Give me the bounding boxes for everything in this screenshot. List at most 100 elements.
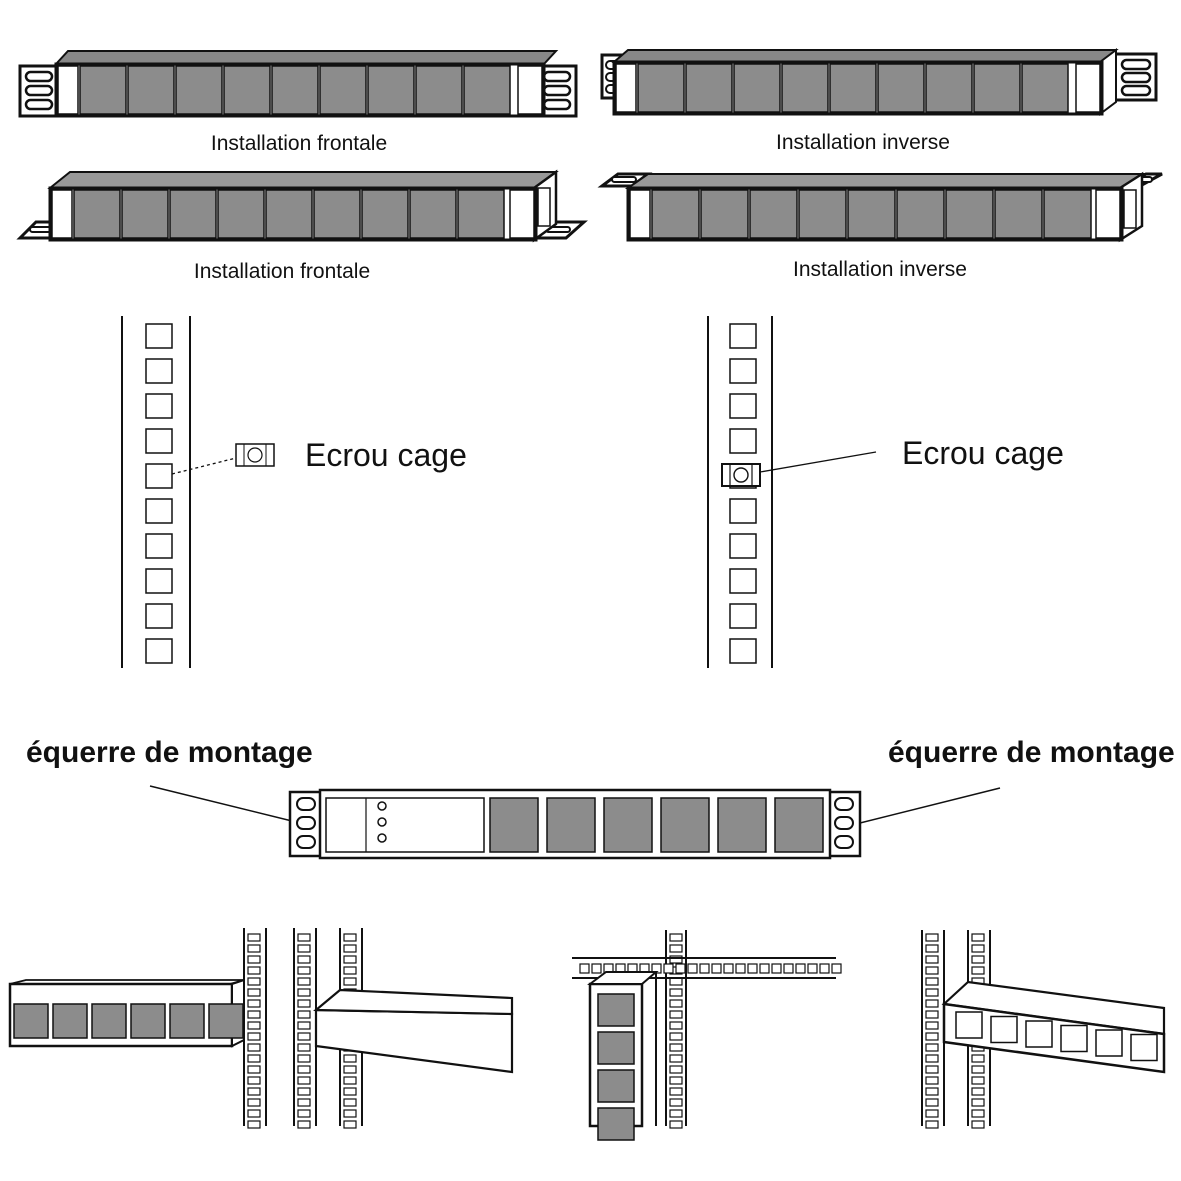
rail-hole: [669, 977, 683, 986]
socket: [127, 65, 175, 115]
socket-row: [73, 189, 505, 239]
socket: [847, 189, 896, 239]
rail-hole: [247, 1098, 261, 1107]
rail-hole: [343, 1098, 357, 1107]
bracket-label-right: équerre de montage: [888, 736, 1175, 769]
socket-row: [651, 189, 1092, 239]
socket: [1043, 189, 1092, 239]
rail-hole: [297, 1087, 311, 1096]
bracket-slot: [542, 84, 572, 97]
rail-hole: [925, 933, 939, 942]
rail-hole: [145, 533, 173, 559]
sketch-vertical-mount: [572, 930, 842, 1141]
leader-bracket-right: [847, 787, 1001, 827]
rail-hole: [247, 966, 261, 975]
rail-hole: [247, 988, 261, 997]
rail-hole: [343, 1120, 357, 1129]
caption-front-bottom: Installation frontale: [194, 260, 370, 283]
rail-hole: [145, 393, 173, 419]
rail-hole: [297, 988, 311, 997]
caption-reverse-bottom: Installation inverse: [793, 258, 967, 281]
socket: [660, 797, 710, 853]
socket: [223, 65, 271, 115]
caption-front-top: Installation frontale: [211, 132, 387, 155]
socket: [597, 1107, 635, 1141]
pdu-reverse-install-bottom: [597, 171, 1163, 243]
rail-hole: [343, 933, 357, 942]
rail-hole: [669, 933, 683, 942]
socket: [990, 1015, 1018, 1044]
socket: [208, 1003, 244, 1039]
rail-hole: [247, 955, 261, 964]
rail-hole: [343, 944, 357, 953]
rail-hole: [145, 603, 173, 629]
pdu-front-install-bottom: [16, 169, 588, 243]
rail-hole: [925, 1120, 939, 1129]
socket: [546, 797, 596, 853]
rail-hole: [145, 323, 173, 349]
pdu-top-face: [53, 50, 559, 65]
rail-hole: [297, 1109, 311, 1118]
socket: [457, 189, 505, 239]
rail-hole-column: [247, 933, 261, 1129]
indicator-led: [377, 801, 387, 811]
pdu-front-install-top: [18, 50, 578, 118]
pdu-top-face: [624, 173, 1146, 189]
socket: [877, 63, 925, 113]
rail-hole: [343, 955, 357, 964]
socket: [945, 189, 994, 239]
rail-hole: [247, 1010, 261, 1019]
rail-hole: [247, 944, 261, 953]
rail-hole: [297, 977, 311, 986]
socket: [597, 993, 635, 1027]
rail-hole: [247, 1054, 261, 1063]
bracket-slot: [296, 835, 316, 849]
rail-hole: [145, 568, 173, 594]
leader-bracket-left: [149, 785, 297, 823]
socket: [1021, 63, 1069, 113]
rail-hole: [297, 1120, 311, 1129]
rail-hole: [729, 568, 757, 594]
rail-hole: [247, 999, 261, 1008]
rail-hole: [971, 1098, 985, 1107]
rail-hole: [925, 1043, 939, 1052]
rail-hole: [297, 1065, 311, 1074]
sketch-front-mount: [8, 928, 514, 1129]
rail-hole: [297, 933, 311, 942]
socket: [781, 63, 829, 113]
socket-row: [637, 63, 1069, 113]
rail-hole: [925, 1021, 939, 1030]
rail-hole-column: [145, 323, 173, 664]
rail-hole: [831, 963, 842, 974]
rail-hole: [925, 944, 939, 953]
rail-hole: [759, 963, 770, 974]
rail-hole: [669, 1065, 683, 1074]
rear-beam: [314, 1008, 514, 1074]
rear-beam-top: [313, 988, 514, 1016]
bracket-slot: [1120, 84, 1152, 97]
cage-nut-right: [721, 463, 761, 487]
socket: [829, 63, 877, 113]
rail-hole: [925, 955, 939, 964]
socket-row: [79, 65, 511, 115]
socket: [409, 189, 457, 239]
rail-hole: [971, 944, 985, 953]
socket: [121, 189, 169, 239]
rail-hole: [675, 963, 686, 974]
rail-hole: [735, 963, 746, 974]
rail-hole: [247, 1120, 261, 1129]
rail-hole: [669, 999, 683, 1008]
cage-nut-label-left: Ecrou cage: [305, 437, 467, 473]
socket: [73, 189, 121, 239]
socket: [955, 1011, 983, 1039]
bracket-slot: [834, 835, 854, 849]
bracket-slot: [1120, 71, 1152, 84]
socket: [994, 189, 1043, 239]
rail-hole: [669, 1010, 683, 1019]
socket: [271, 65, 319, 115]
rail-hole: [971, 955, 985, 964]
rail-hole: [297, 1054, 311, 1063]
rail-hole: [729, 638, 757, 664]
rail-hole: [297, 1076, 311, 1085]
rail-hole: [925, 1065, 939, 1074]
